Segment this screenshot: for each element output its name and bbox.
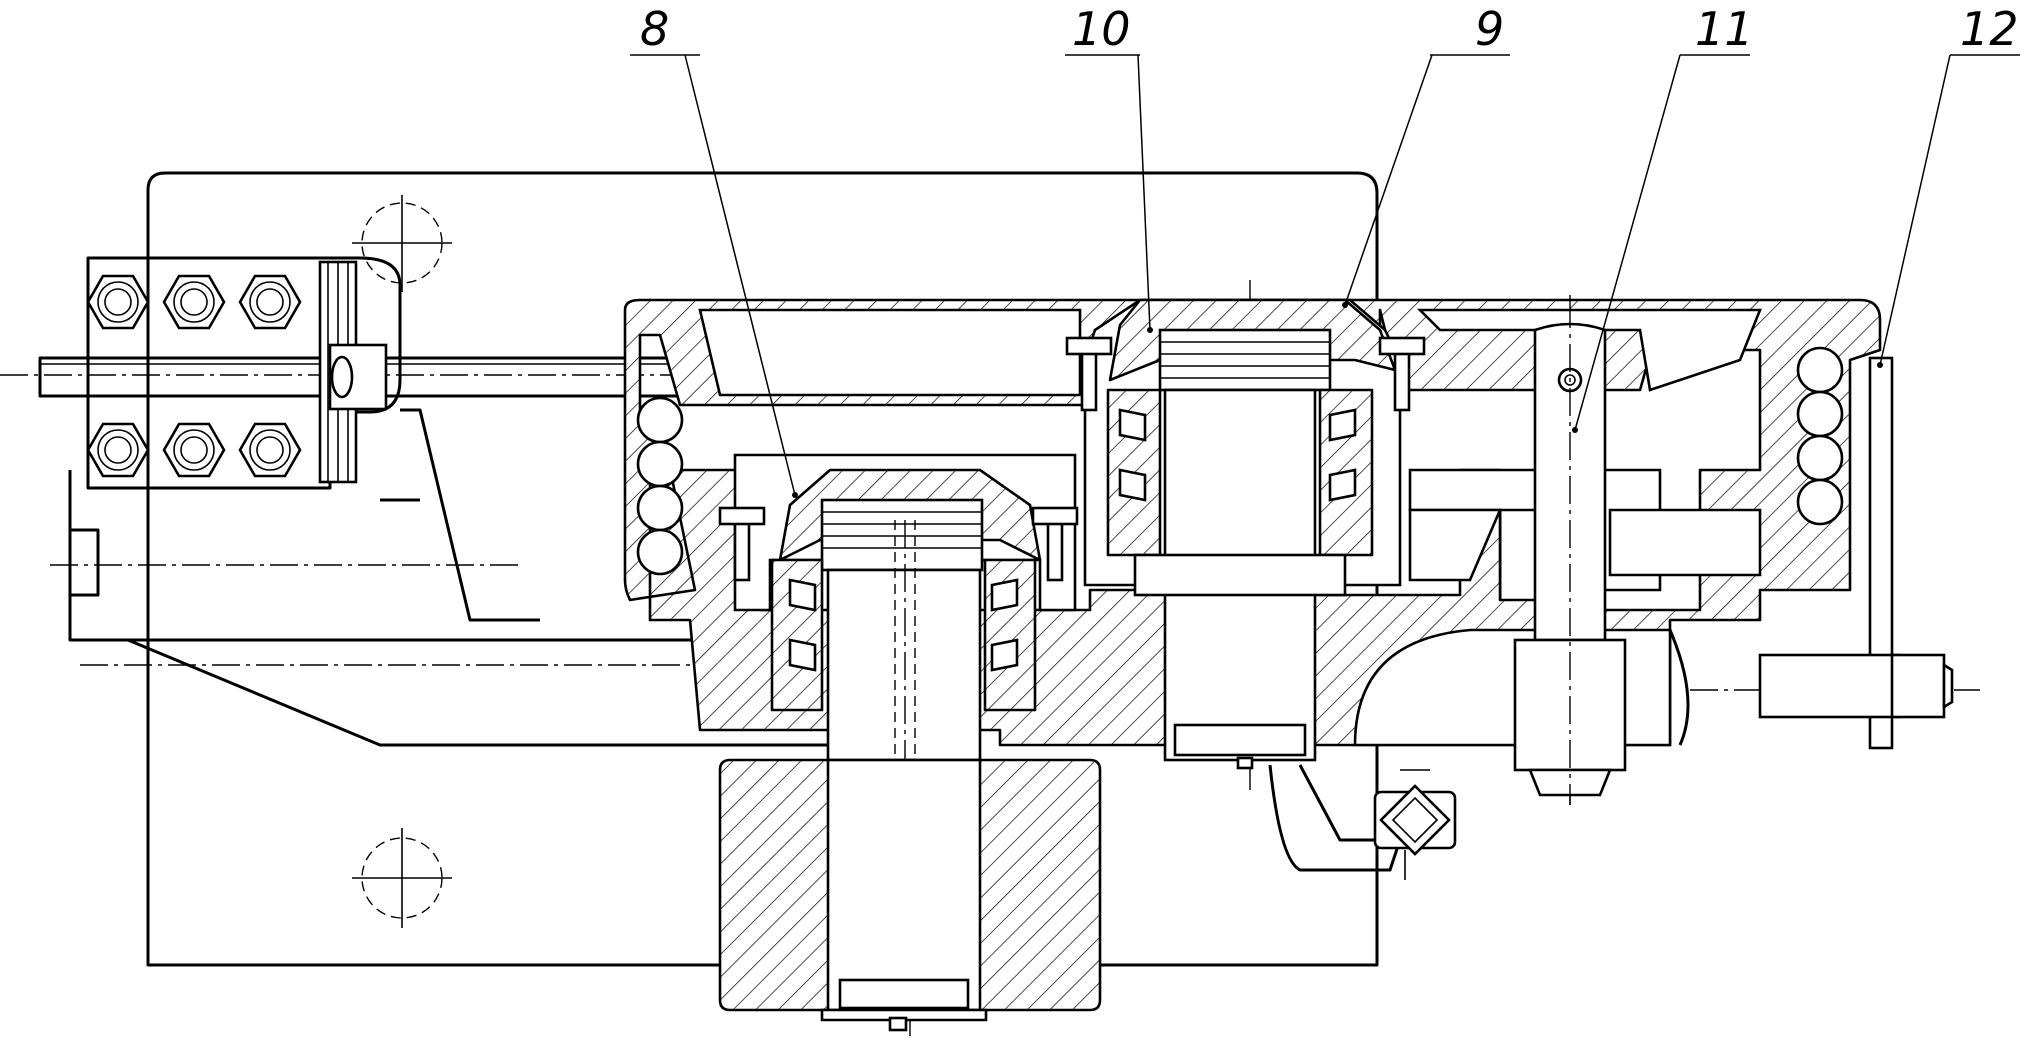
bearing-unit-9 bbox=[1065, 298, 1426, 770]
callout-labels: 8 10 9 11 12 bbox=[640, 2, 2019, 56]
callout-11: 11 bbox=[1695, 2, 1754, 56]
reference-circles bbox=[352, 195, 452, 928]
leader-lines bbox=[630, 54, 2020, 498]
lower-gear bbox=[718, 758, 1102, 1032]
left-coupling bbox=[38, 256, 682, 622]
callout-12: 12 bbox=[1960, 2, 2019, 56]
hex-bolts bbox=[86, 274, 302, 478]
pin-11 bbox=[1513, 300, 1627, 805]
bracket-12 bbox=[1758, 356, 1954, 750]
spring-coils bbox=[636, 346, 1844, 576]
callout-9: 9 bbox=[1475, 2, 1504, 56]
callout-8: 8 bbox=[640, 2, 669, 56]
lower-lever bbox=[1268, 764, 1457, 880]
callout-10: 10 bbox=[1072, 2, 1131, 56]
